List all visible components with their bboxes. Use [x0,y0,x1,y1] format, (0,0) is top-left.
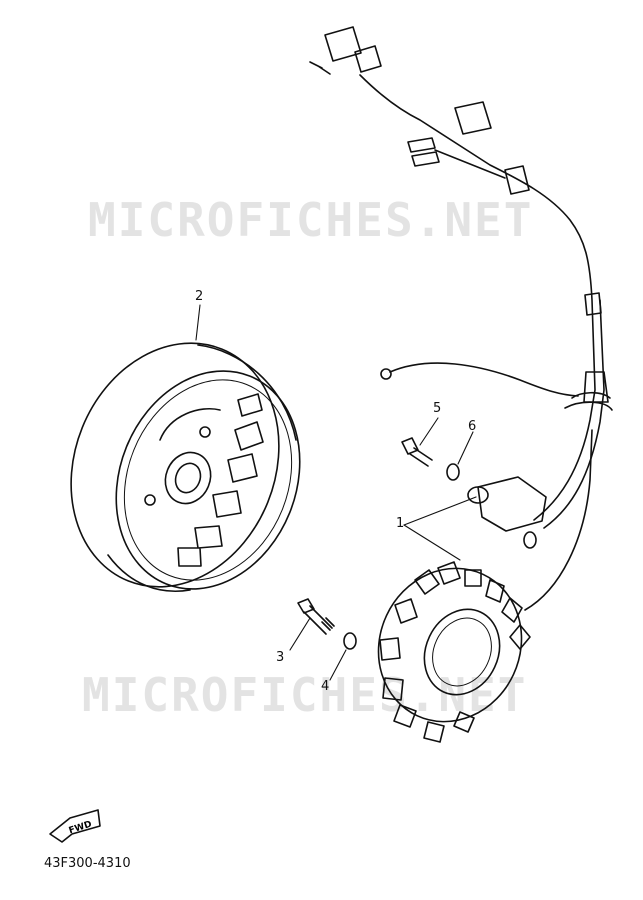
callout-4: 4 [321,679,330,694]
forward-direction-icon [49,809,101,843]
screw-5 [401,437,433,467]
fwd-badge-label: FWD [68,820,93,837]
watermark-top: MICROFICHES.NET [88,193,534,247]
wire-harness [309,26,613,611]
bolt-3 [297,598,335,635]
callout-1: 1 [396,516,405,531]
callout-6: 6 [468,419,477,434]
washer-6 [446,463,460,481]
diagram-part-code: 43F300-4310 [44,856,131,871]
stator-assembly [377,476,547,743]
leader-lines [195,304,477,681]
callout-5: 5 [433,401,442,416]
flywheel-rotor [70,342,301,592]
washer-4 [343,632,357,650]
callout-3: 3 [276,650,285,665]
callout-2: 2 [195,289,204,304]
